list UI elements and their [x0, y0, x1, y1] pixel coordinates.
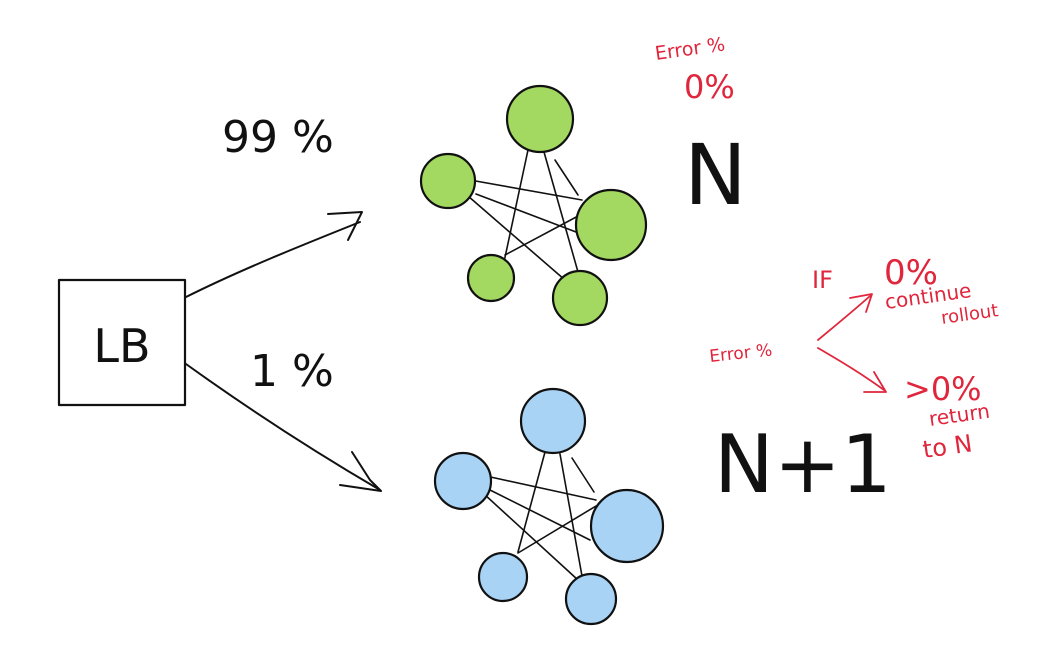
decision-input-label: Error %: [708, 340, 773, 366]
route-bottom-percent: 1 %: [250, 346, 334, 397]
version-label-canary: N+1: [714, 418, 892, 511]
cluster-current-links: [467, 149, 583, 281]
decision-if-label: IF: [812, 266, 833, 294]
node-canary-1: [519, 387, 587, 455]
cluster-canary-nodes: [433, 387, 665, 626]
load-balancer-box: [57, 278, 187, 407]
decision-zero-label: 0%: [884, 253, 938, 293]
decision-nonzero-label: >0%: [904, 370, 982, 408]
node-canary-3: [589, 488, 665, 564]
top-error-annotation: Error % 0%: [654, 33, 735, 106]
node-current-5: [551, 269, 609, 327]
node-canary-5: [564, 572, 618, 626]
top-error-title: Error %: [654, 33, 727, 65]
node-current-1: [505, 84, 575, 154]
decision-nonzero-action-line2: to N: [921, 429, 974, 464]
arrow-to-canary-head: [339, 451, 382, 492]
arrow-to-current: [185, 211, 363, 298]
node-current-3: [574, 188, 648, 262]
load-balancer: LB: [57, 278, 187, 407]
version-label-current: N: [684, 126, 747, 224]
cluster-current: [419, 84, 648, 327]
node-current-2: [419, 152, 477, 210]
decision-arrow-up: [817, 293, 873, 341]
load-balancer-label: LB: [93, 319, 150, 373]
arrow-to-canary-line: [185, 363, 381, 491]
cluster-canary-links: [483, 451, 597, 581]
arrow-to-canary: [185, 363, 382, 492]
cluster-current-nodes: [419, 84, 648, 327]
arrow-to-current-head: [327, 211, 363, 241]
decision-arrow-down: [817, 347, 887, 393]
node-canary-2: [433, 451, 493, 511]
route-top-percent: 99 %: [222, 112, 334, 163]
top-error-value: 0%: [684, 68, 735, 106]
node-canary-4: [477, 551, 529, 603]
cluster-canary: [433, 387, 665, 626]
node-current-4: [466, 253, 516, 303]
arrow-to-current-line: [185, 221, 361, 298]
